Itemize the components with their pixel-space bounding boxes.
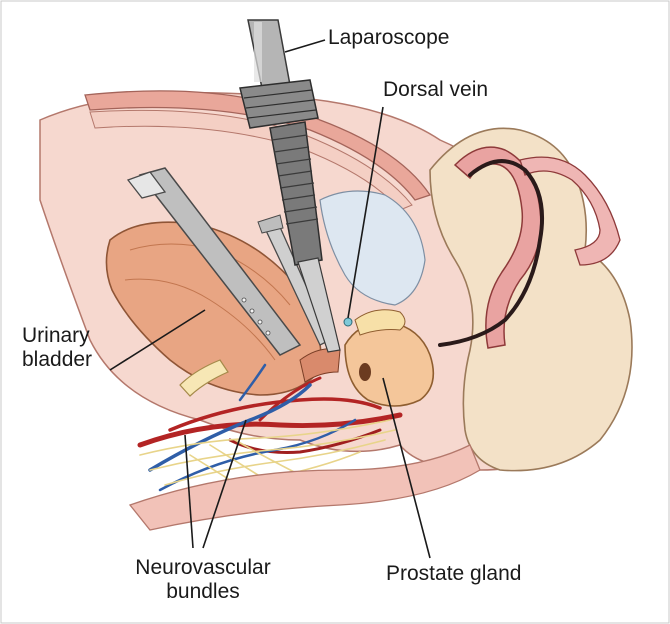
label-neurovascular-line1: Neurovascular bbox=[135, 556, 271, 579]
seminal-vesicle bbox=[179, 359, 229, 397]
label-urinary-bladder-line1: Urinary bbox=[22, 324, 90, 347]
label-dorsal-vein: Dorsal vein bbox=[383, 78, 489, 101]
laparoscope-instrument bbox=[239, 19, 341, 353]
peritoneum-layer bbox=[89, 109, 413, 211]
label-neurovascular-line2: bundles bbox=[166, 580, 240, 603]
label-neurovascular-bundles: Neurovascular bundles bbox=[128, 556, 278, 604]
label-laparoscope: Laparoscope bbox=[328, 26, 450, 49]
urethra-opening bbox=[359, 363, 371, 381]
pubic-bone bbox=[429, 127, 633, 472]
label-prostate-gland: Prostate gland bbox=[386, 562, 522, 585]
neurovascular-leader-right bbox=[202, 419, 247, 549]
bladder-fold bbox=[124, 278, 276, 361]
sigmoid-colon bbox=[519, 156, 621, 266]
prostate-gland-leader bbox=[382, 377, 431, 559]
left-grasper-instrument bbox=[126, 167, 302, 356]
laparoscope-leader bbox=[284, 39, 326, 53]
dorsal-vein-dot bbox=[343, 317, 353, 327]
neurovascular-leader-left bbox=[184, 434, 194, 549]
leader-lines bbox=[109, 39, 431, 559]
catheter-tube bbox=[438, 159, 545, 347]
label-urinary-bladder-line2: bladder bbox=[22, 348, 93, 371]
bladder-neck bbox=[299, 348, 341, 383]
dorsal-vein-leader bbox=[347, 106, 384, 319]
label-urinary-bladder: Urinary bladder bbox=[22, 324, 92, 372]
dorsal-vein-complex bbox=[354, 309, 406, 336]
retropubic-space bbox=[319, 190, 426, 306]
urinary-bladder-leader bbox=[109, 309, 206, 371]
pelvic-floor-tissue bbox=[128, 444, 481, 531]
